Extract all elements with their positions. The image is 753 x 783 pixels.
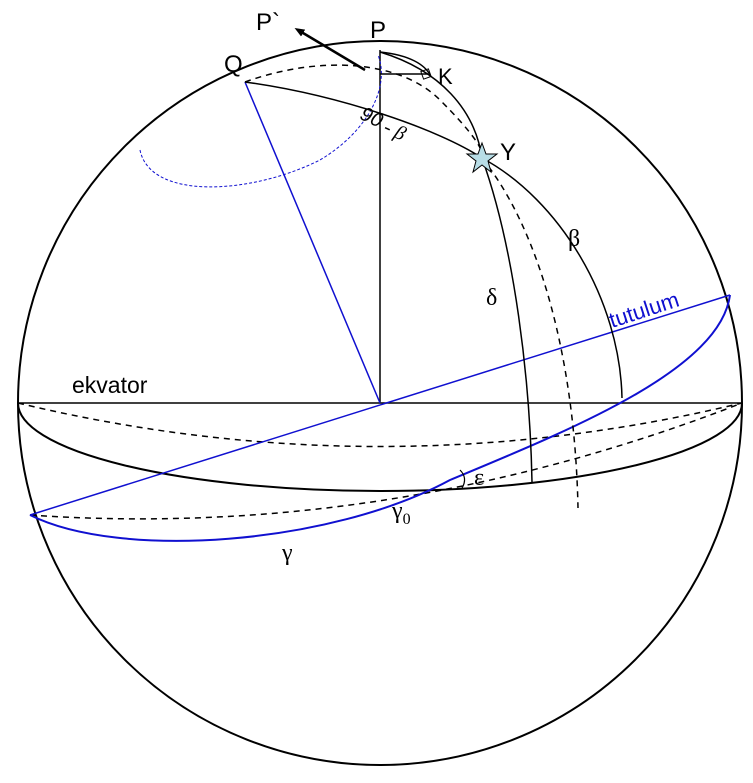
ecliptic-diameter [29,294,731,516]
label-gamma0-base: γ [391,498,403,524]
equator-front-arc [17,402,743,492]
great-circle-q-y [244,81,623,399]
dashed-meridian-y [481,157,579,509]
label-k: K [438,64,453,89]
right-angle-marker [420,68,432,80]
hour-circle-p-y [379,51,533,483]
arc-p-to-k [379,51,431,76]
epsilon-angle-arc [459,469,466,489]
label-p-prime: P` [256,9,280,36]
label-q: Q [224,51,243,78]
ecliptic-front-arc [29,294,731,542]
label-ninety-minus-beta: 90 - β [357,103,410,145]
label-epsilon: ε [474,465,484,491]
label-p: P [370,17,386,44]
label-tutulum: tutulum [606,287,682,333]
label-delta: δ [486,285,497,311]
ecliptic-pole-radius [244,81,381,404]
label-beta: β [568,226,580,252]
star-y-icon [465,141,499,174]
label-gamma0-sub: 0 [403,511,411,528]
equator-back-arc [17,402,743,448]
equator-lower-dashed-arc [29,402,743,520]
dashed-arc-q-k [244,64,484,159]
label-y: Y [500,139,516,166]
label-gamma0: γ0 [391,498,411,528]
precession-arrow [294,27,366,72]
label-ekvator: ekvator [72,372,148,398]
label-gamma: γ [281,540,293,566]
label-minus-beta: - β [380,116,409,145]
precession-circle [139,54,382,188]
